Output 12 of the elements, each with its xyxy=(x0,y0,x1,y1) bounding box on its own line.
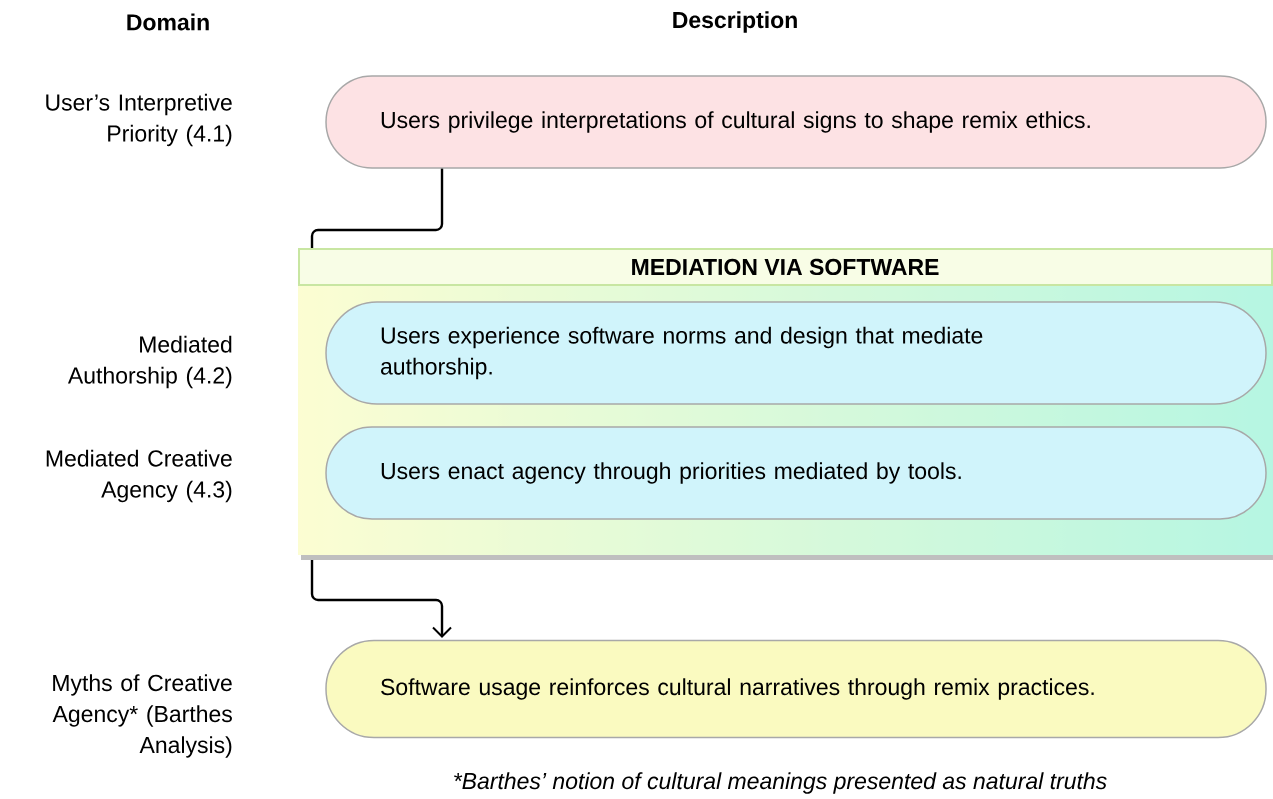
footnote: *Barthes’ notion of cultural meanings presented as natural truths xyxy=(454,772,1107,794)
rounded-box: Users experience software norms and design that mediate authorship. xyxy=(325,301,1267,405)
column-heading: Domain xyxy=(127,13,209,31)
domain-label: Myths of Creative Agency* (Barthes Analysis) xyxy=(52,674,232,758)
column-heading: Description xyxy=(673,11,797,33)
node-label: MEDIATION VIA SOFTWARE xyxy=(632,258,939,276)
domain-label: Mediated Creative Agency (4.3) xyxy=(46,449,232,503)
rounded-box: Software usage reinforces cultural narratives through remix practices. xyxy=(325,639,1267,739)
domain-label: Mediated Authorship (4.2) xyxy=(67,335,232,389)
rounded-box: Users enact agency through priorities mediated by tools. xyxy=(325,426,1267,520)
domain-label: User’s Interpretive Priority (4.1) xyxy=(46,93,232,147)
rounded-box: Users privilege interpretations of cultural signs to shape remix ethics. xyxy=(325,75,1267,169)
